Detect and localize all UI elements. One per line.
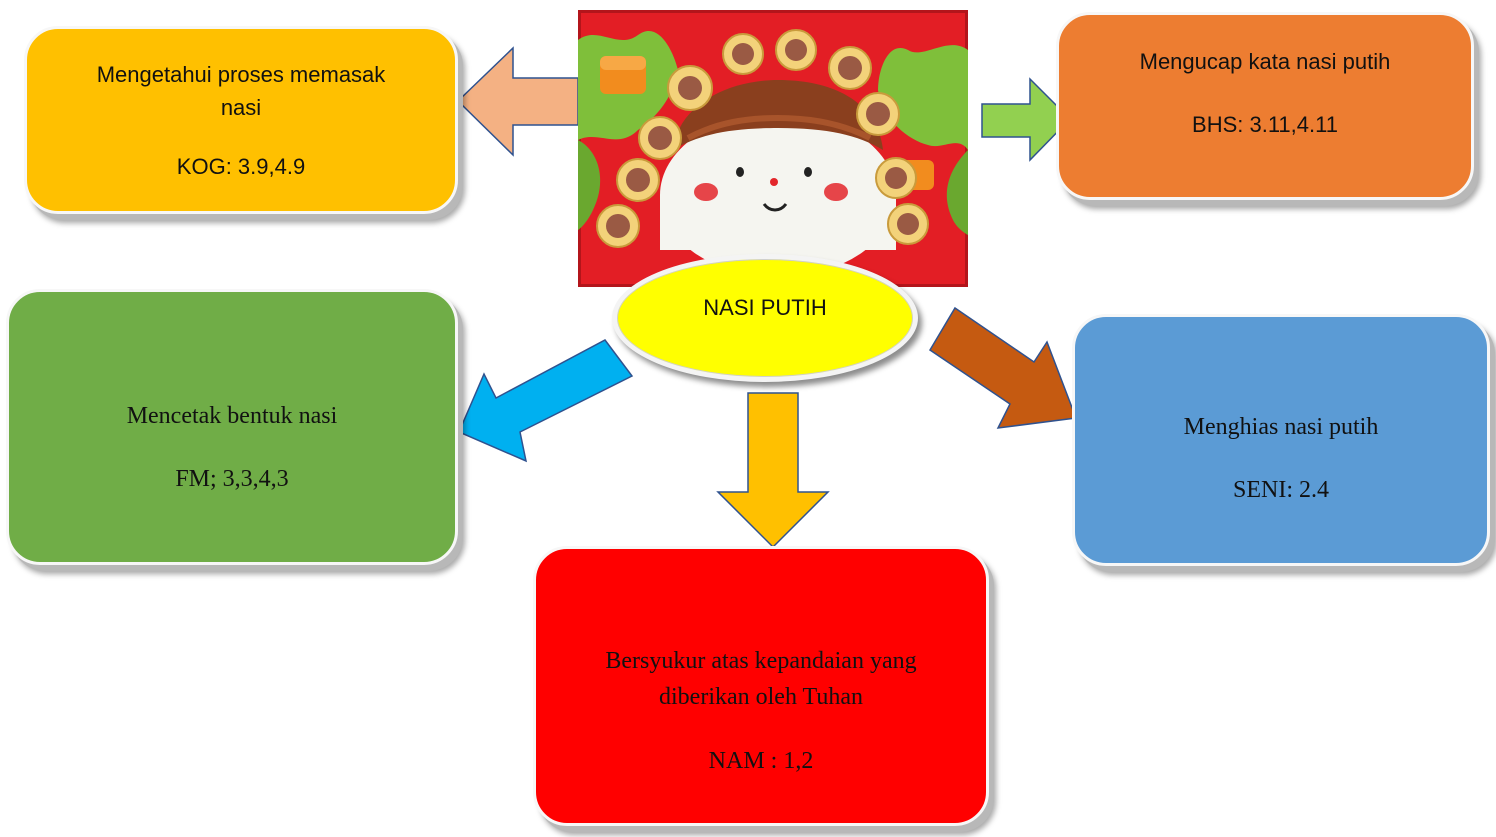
- arrow-to-motorik: [458, 339, 634, 463]
- node-kognitif: Mengetahui proses memasak nasi KOG: 3.9,…: [24, 26, 458, 214]
- node-bahasa-code: BHS: 3.11,4.11: [1192, 112, 1338, 137]
- node-seni-code: SENI: 2.4: [1233, 477, 1329, 503]
- arrow-to-seni: [928, 306, 1078, 429]
- node-bahasa-line1: Mengucap kata nasi putih: [1139, 49, 1391, 74]
- arrow-to-bahasa: [981, 77, 1072, 162]
- node-motorik-code: FM; 3,3,4,3: [175, 466, 289, 492]
- nasi-putih-photo: [578, 10, 968, 287]
- node-agama-code: NAM : 1,2: [708, 748, 814, 774]
- center-topic-label: NASI PUTIH: [703, 295, 827, 320]
- arrow-to-agama: [716, 392, 830, 549]
- node-agama-line2: diberikan oleh Tuhan: [659, 684, 863, 710]
- node-seni: Menghias nasi putih SENI: 2.4: [1072, 314, 1490, 566]
- node-motorik-line1: Mencetak bentuk nasi: [126, 403, 338, 429]
- node-seni-line1: Menghias nasi putih: [1183, 414, 1379, 440]
- node-bahasa: Mengucap kata nasi putih BHS: 3.11,4.11: [1056, 12, 1474, 200]
- node-kognitif-line1: Mengetahui proses memasak: [96, 61, 386, 87]
- node-agama: Bersyukur atas kepandaian yang diberikan…: [533, 546, 989, 826]
- node-kognitif-line2: nasi: [220, 94, 262, 120]
- arrow-to-kognitif: [456, 46, 579, 157]
- node-kognitif-code: KOG: 3.9,4.9: [176, 153, 306, 179]
- node-motorik: Mencetak bentuk nasi FM; 3,3,4,3: [6, 289, 458, 565]
- center-topic: NASI PUTIH: [612, 254, 918, 382]
- node-agama-line1: Bersyukur atas kepandaian yang: [605, 648, 917, 674]
